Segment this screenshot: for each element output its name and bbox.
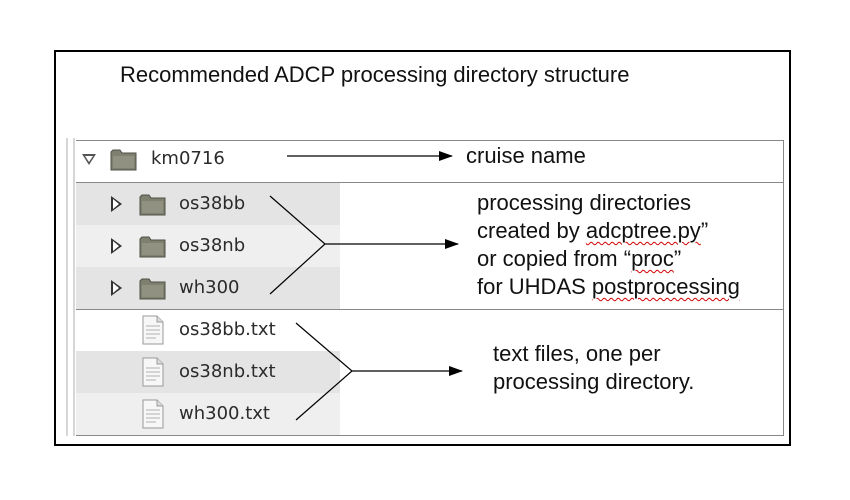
table-rule bbox=[76, 182, 783, 183]
note-line: text files, one per bbox=[493, 341, 661, 366]
folder-icon bbox=[139, 278, 166, 300]
note-text: or copied from “ bbox=[477, 246, 632, 271]
note-text: created by bbox=[477, 218, 586, 243]
tree-label-directory: os38nb bbox=[179, 235, 246, 256]
cruise-name-note: cruise name bbox=[466, 143, 586, 168]
tree-row-file[interactable]: wh300.txt bbox=[76, 393, 340, 435]
spellcheck-word: postprocessing bbox=[591, 274, 740, 299]
files-note: text files, one per processing directory… bbox=[493, 340, 694, 396]
panel-gutter bbox=[73, 138, 75, 436]
table-rule-bottom bbox=[76, 435, 783, 436]
diagram-title: Recommended ADCP processing directory st… bbox=[120, 62, 630, 87]
directories-note: processing directories created by adcptr… bbox=[477, 189, 740, 301]
collapse-arrow-icon[interactable] bbox=[111, 238, 122, 254]
panel-gutter bbox=[66, 138, 68, 436]
tree-row-directory[interactable]: os38nb bbox=[76, 225, 340, 267]
note-line: processing directory. bbox=[493, 369, 695, 394]
text-file-icon bbox=[142, 399, 164, 429]
note-text: ” bbox=[673, 246, 682, 271]
text-file-icon bbox=[142, 357, 164, 387]
folder-icon bbox=[110, 149, 137, 171]
table-rule-right bbox=[783, 140, 784, 436]
note-text: ” bbox=[700, 218, 709, 243]
table-rule bbox=[76, 309, 783, 310]
tree-label-file: os38bb.txt bbox=[179, 319, 276, 340]
collapse-arrow-icon[interactable] bbox=[111, 196, 122, 212]
text-file-icon bbox=[142, 315, 164, 345]
collapse-arrow-icon[interactable] bbox=[111, 280, 122, 296]
tree-label-file: wh300.txt bbox=[179, 403, 270, 424]
note-text: for UHDAS bbox=[477, 274, 592, 299]
tree-label-root: km0716 bbox=[151, 148, 225, 169]
spellcheck-word: proc bbox=[631, 246, 674, 271]
expand-arrow-icon[interactable] bbox=[82, 154, 96, 165]
tree-label-file: os38nb.txt bbox=[179, 361, 276, 382]
folder-icon bbox=[139, 194, 166, 216]
note-line: processing directories bbox=[477, 190, 691, 215]
tree-row-file[interactable]: os38nb.txt bbox=[76, 351, 340, 393]
tree-label-directory: wh300 bbox=[179, 277, 240, 298]
tree-row-root[interactable]: km0716 bbox=[76, 138, 340, 180]
tree-row-file[interactable]: os38bb.txt bbox=[76, 309, 340, 351]
spellcheck-word: adcptree.py bbox=[585, 218, 701, 243]
diagram-frame bbox=[54, 50, 791, 446]
tree-row-directory[interactable]: os38bb bbox=[76, 183, 340, 225]
table-rule-top bbox=[76, 140, 783, 141]
tree-label-directory: os38bb bbox=[179, 193, 246, 214]
folder-icon bbox=[139, 236, 166, 258]
note-line: or copied from “proc” bbox=[477, 245, 740, 273]
note-line: for UHDAS postprocessing bbox=[477, 273, 740, 301]
note-line: created by adcptree.py” bbox=[477, 217, 740, 245]
tree-row-directory[interactable]: wh300 bbox=[76, 267, 340, 309]
